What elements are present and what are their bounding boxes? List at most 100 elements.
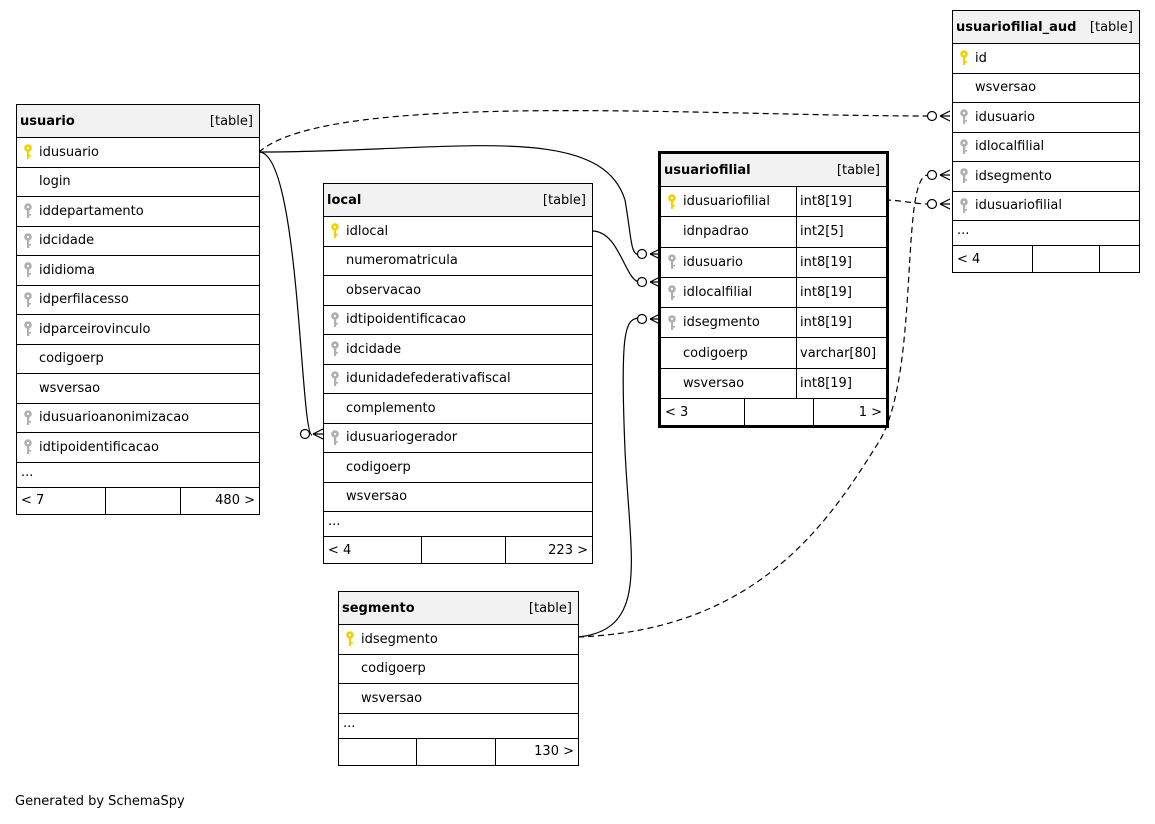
primary-key-icon (953, 50, 975, 66)
table-name: local (327, 192, 362, 208)
column-row[interactable]: idparceirovinculo (17, 315, 259, 345)
column-row[interactable]: numeromatricula (324, 247, 592, 276)
column-row[interactable]: idusuarioanonimizacao (17, 404, 259, 433)
column-name: idusuarioanonimizacao (39, 410, 190, 426)
column-row[interactable]: idunidadefederativafiscal (324, 365, 592, 394)
more-columns[interactable]: ... (953, 221, 1139, 246)
table-name: usuariofilial_aud (956, 19, 1077, 35)
column-row[interactable]: idusuariogerador (324, 424, 592, 453)
column-row[interactable]: codigoerp (17, 345, 259, 374)
column-row[interactable]: idusuario (953, 103, 1139, 133)
child-count[interactable]: < 7 (17, 487, 106, 514)
column-count (745, 399, 814, 426)
rel-local-usuariofilial (591, 230, 641, 283)
row-count[interactable] (1100, 246, 1139, 272)
column-row[interactable]: idsegmento (953, 162, 1139, 192)
primary-key-icon (324, 223, 346, 239)
child-count[interactable]: < 4 (324, 537, 422, 563)
child-count[interactable]: < 4 (953, 246, 1033, 272)
column-name: wsversao (346, 489, 408, 505)
column-row[interactable]: codigoerp (324, 453, 592, 483)
column-name: idusuario (683, 254, 743, 270)
row-count[interactable]: 480 > (215, 493, 255, 508)
table-header[interactable]: usuario[table] (17, 105, 259, 138)
column-name: codigoerp (683, 345, 748, 361)
row-count[interactable]: 130 > (534, 744, 574, 759)
foreign-key-icon (324, 429, 346, 446)
column-name: numeromatricula (346, 253, 458, 269)
foreign-key-icon (17, 321, 39, 337)
table-footer: < 4 (953, 246, 1139, 272)
column-row[interactable]: idlocal (324, 217, 592, 247)
table-header[interactable]: usuariofilial_aud[table] (953, 11, 1139, 44)
column-row[interactable]: codigoerp (339, 655, 578, 684)
zero-many-marker (926, 198, 938, 210)
child-count[interactable]: < 3 (661, 399, 745, 426)
table-footer: 130 > (339, 738, 578, 765)
column-row[interactable]: idusuario (17, 138, 259, 168)
column-row[interactable]: login (17, 168, 259, 197)
column-name: idusuariogerador (346, 430, 458, 446)
more-columns[interactable]: ... (339, 714, 578, 739)
rel-usuariofilial-aud (884, 199, 929, 205)
table-header[interactable]: usuariofilial[table] (661, 154, 886, 187)
row-count[interactable]: 223 > (548, 542, 588, 558)
foreign-key-icon (17, 409, 39, 426)
column-row[interactable]: idperfilacesso (17, 286, 259, 315)
column-row[interactable]: observacao (324, 276, 592, 306)
column-row[interactable]: idtipoidentificacao (17, 433, 259, 463)
column-row[interactable]: ididioma (17, 256, 259, 286)
zero-many-marker (636, 313, 648, 325)
column-name: idlocalfilial (683, 285, 753, 301)
column-row[interactable]: idtipoidentificacao (324, 306, 592, 335)
column-row[interactable]: idusuariofilial (953, 192, 1139, 221)
column-row[interactable]: wsversao (953, 74, 1139, 103)
column-row[interactable]: wsversao (17, 374, 259, 404)
column-row[interactable]: id (953, 44, 1139, 74)
column-row[interactable]: idsegmento (339, 625, 578, 655)
column-name: wsversao (361, 690, 423, 706)
table-header[interactable]: segmento[table] (339, 592, 578, 625)
column-row[interactable]: wsversao (324, 483, 592, 512)
row-count[interactable]: 1 > (858, 404, 882, 420)
column-name: idsegmento (361, 631, 438, 647)
column-row[interactable]: complemento (324, 394, 592, 424)
column-name: id (975, 50, 987, 66)
column-row[interactable]: wsversao (339, 684, 578, 714)
rel-segmento-aud (577, 174, 929, 638)
column-row[interactable]: idlocalfilial (953, 133, 1139, 162)
more-columns[interactable]: ... (17, 463, 259, 488)
table-type-tag: [table] (542, 192, 586, 208)
foreign-key-icon (17, 291, 39, 308)
table-usuario[interactable]: usuario[table] idusuario login iddepartamen… (16, 104, 260, 515)
foreign-key-icon (17, 439, 39, 455)
column-row[interactable]: iddepartamento (17, 197, 259, 227)
table-header[interactable]: local [table] (324, 184, 592, 217)
table-local[interactable]: local [table] idlocal numeromatricula observ… (323, 183, 593, 564)
zero-many-marker (636, 276, 648, 288)
generated-by-note: Generated by SchemaSpy (15, 794, 185, 809)
more-columns[interactable]: ... (324, 512, 592, 537)
column-row[interactable]: idcidade (17, 227, 259, 256)
column-name: codigoerp (361, 661, 426, 677)
child-count[interactable] (339, 738, 417, 765)
column-name: iddepartamento (39, 203, 144, 219)
foreign-key-icon (324, 370, 346, 387)
table-type-tag: [table] (209, 113, 253, 129)
column-name: idunidadefederativafiscal (346, 371, 511, 387)
table-footer: < 4 223 > (324, 537, 592, 563)
table-segmento[interactable]: segmento[table] idsegmento codigoerp wsvers… (338, 591, 579, 766)
column-row[interactable]: idcidade (324, 335, 592, 365)
column-name: idusuario (39, 144, 99, 160)
table-footer: < 3 1 > (661, 399, 886, 426)
